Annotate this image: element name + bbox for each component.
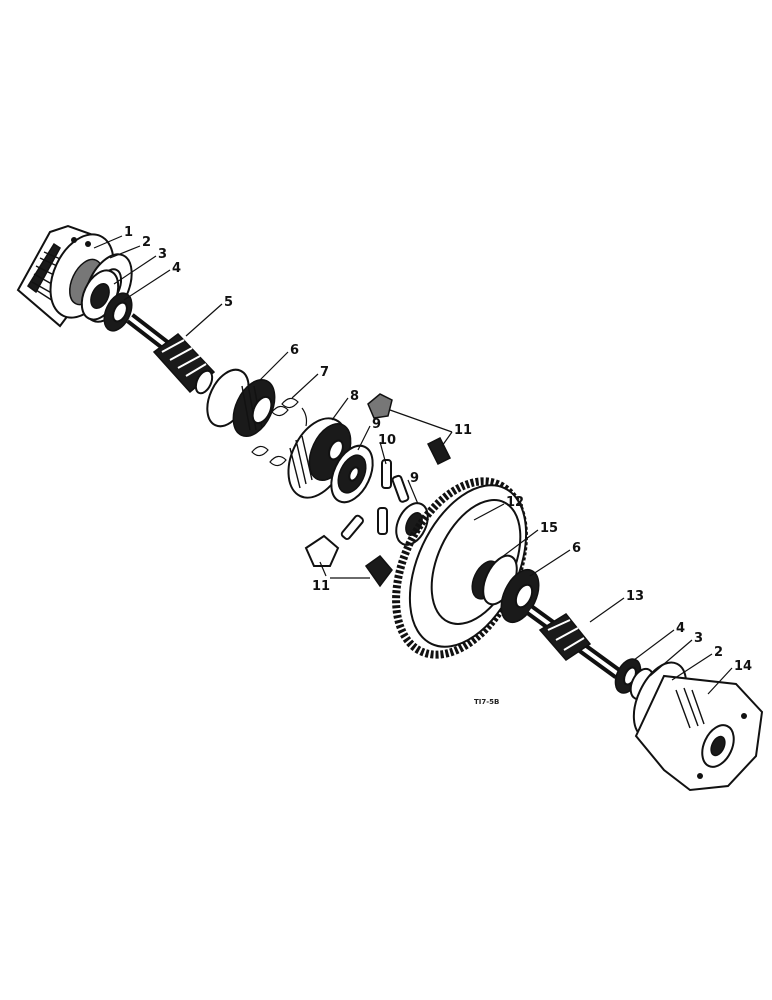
callout-12: 12 <box>506 495 524 510</box>
part-4-left-bearing <box>103 292 133 332</box>
part-12-ring-gear <box>392 477 528 659</box>
callout-1: 1 <box>124 225 133 240</box>
callout-labels: 1 2 3 4 5 6 7 8 9 10 11 9 12 15 6 11 13 … <box>124 225 752 674</box>
part-9-side-gear-upper <box>330 444 374 504</box>
leader-lines <box>93 235 733 695</box>
callout-13: 13 <box>626 589 644 604</box>
callout-10: 10 <box>378 433 396 448</box>
part-11-pinion-gears <box>304 393 452 588</box>
callout-5: 5 <box>224 295 233 310</box>
callout-11-lower: 11 <box>312 579 330 594</box>
callout-9: 9 <box>372 417 381 432</box>
callout-4-right: 4 <box>676 621 685 636</box>
callout-3-right: 3 <box>694 631 703 646</box>
callout-14: 14 <box>734 659 752 674</box>
part-5-drive-shaft <box>126 313 216 395</box>
part-10-pinion-pins <box>340 459 410 540</box>
callout-6-right: 6 <box>572 541 581 556</box>
callout-2: 2 <box>142 235 151 250</box>
part-6-roller-bearing-right <box>500 568 540 624</box>
callout-2-right: 2 <box>714 645 723 660</box>
callout-15: 15 <box>540 521 558 536</box>
callout-6: 6 <box>290 343 299 358</box>
part-14-right-housing <box>634 674 764 792</box>
callout-8: 8 <box>350 389 359 404</box>
callout-7: 7 <box>320 365 329 380</box>
part-7-keys <box>251 397 308 467</box>
part-6-roller-bearing-left <box>206 368 276 437</box>
callout-4: 4 <box>172 261 181 276</box>
drawing-code: TI7-5B <box>474 698 499 706</box>
callout-11: 11 <box>454 423 472 438</box>
callout-9-lower: 9 <box>410 471 419 486</box>
callout-3: 3 <box>158 247 167 262</box>
part-13-output-shaft <box>526 605 622 679</box>
